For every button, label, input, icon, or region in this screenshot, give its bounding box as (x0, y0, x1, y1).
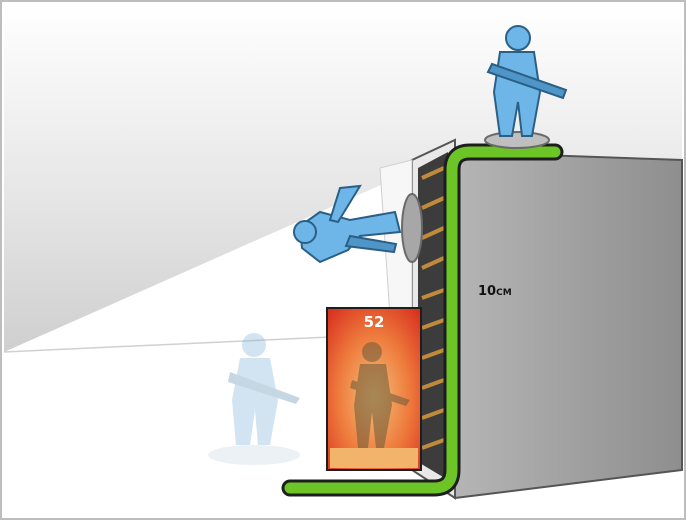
building-face (455, 152, 682, 498)
card-number: 52 (364, 313, 385, 331)
state-card: 52 (327, 308, 421, 470)
